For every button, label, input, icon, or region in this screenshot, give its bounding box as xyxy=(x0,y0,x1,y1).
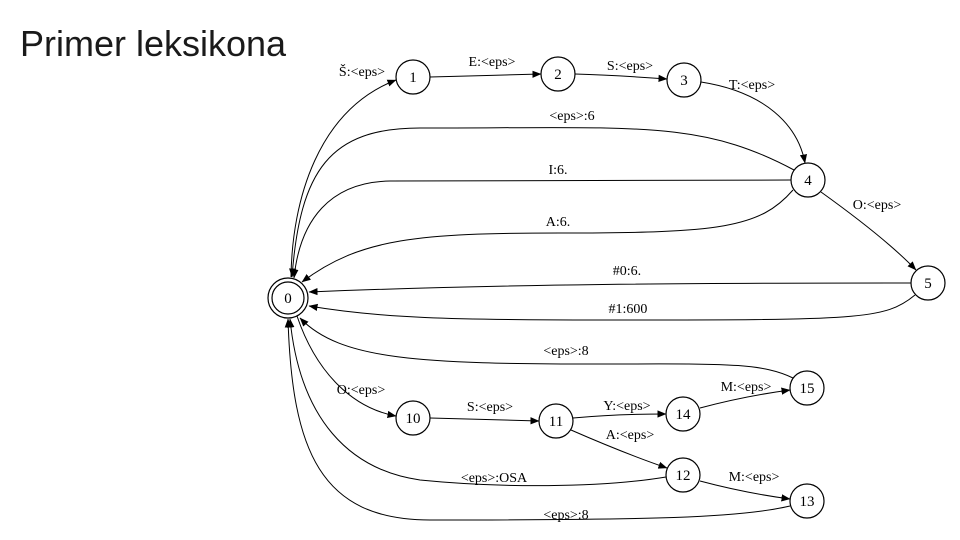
state-12: 12 xyxy=(665,457,701,493)
state-circle xyxy=(395,59,431,95)
transition-label: <eps>:8 xyxy=(543,508,588,523)
state-14: 14 xyxy=(665,396,701,432)
transition-label: I:6. xyxy=(548,163,567,178)
transition-4-to-0 xyxy=(289,127,795,278)
state-label: 3 xyxy=(680,73,688,89)
transition-5-to-0 xyxy=(308,282,912,296)
transition-label: <eps>:6 xyxy=(549,109,594,124)
transition-13-to-0 xyxy=(284,318,791,521)
transition-0-to-1 xyxy=(290,79,397,278)
state-circle xyxy=(910,265,946,301)
state-label: 0 xyxy=(284,291,292,307)
transition-label: S:<eps> xyxy=(607,59,653,74)
transition-14-to-15 xyxy=(699,387,791,409)
state-label: 12 xyxy=(676,468,691,484)
transition-label: T:<eps> xyxy=(729,78,775,93)
state-2: 2 xyxy=(540,56,576,92)
transition-0-to-10 xyxy=(296,315,397,419)
transition-label: M:<eps> xyxy=(729,470,780,485)
state-circle xyxy=(790,162,826,198)
transition-label: M:<eps> xyxy=(721,380,772,395)
transition-4-to-5 xyxy=(820,191,917,271)
state-label: 1 xyxy=(409,70,417,86)
state-circle xyxy=(665,396,701,432)
transition-label: S:<eps> xyxy=(467,400,513,415)
state-label: 11 xyxy=(549,414,563,430)
transition-label: O:<eps> xyxy=(337,383,386,398)
state-0: 0 xyxy=(267,277,309,319)
state-label: 5 xyxy=(924,276,932,292)
transition-1-to-2 xyxy=(429,70,542,78)
transition-label: A:6. xyxy=(546,215,571,230)
state-10: 10 xyxy=(395,400,431,436)
state-label: 13 xyxy=(800,494,815,510)
transition-11-to-14 xyxy=(572,410,667,419)
state-label: 2 xyxy=(554,67,562,83)
state-13: 13 xyxy=(789,483,825,519)
state-1: 1 xyxy=(395,59,431,95)
transition-15-to-0 xyxy=(299,317,794,379)
state-circle xyxy=(395,400,431,436)
transition-12-to-13 xyxy=(699,480,791,502)
transition-label: E:<eps> xyxy=(469,55,516,70)
state-11: 11 xyxy=(538,403,574,439)
transition-10-to-11 xyxy=(429,417,540,425)
slide-title: Primer leksikona xyxy=(20,23,287,64)
transition-11-to-12 xyxy=(570,429,668,469)
transition-label: O:<eps> xyxy=(853,198,902,213)
state-3: 3 xyxy=(666,62,702,98)
state-circle xyxy=(666,62,702,98)
transition-label: Š:<eps> xyxy=(339,63,385,80)
transition-4-to-0 xyxy=(301,189,794,283)
state-circle xyxy=(665,457,701,493)
final-state-inner-circle xyxy=(271,281,305,315)
state-circle xyxy=(789,483,825,519)
state-circle xyxy=(789,370,825,406)
state-circle xyxy=(540,56,576,92)
state-label: 10 xyxy=(406,411,421,427)
transition-label: <eps>:8 xyxy=(543,344,588,359)
state-label: 14 xyxy=(676,407,692,423)
transition-3-to-4 xyxy=(700,81,807,164)
state-5: 5 xyxy=(910,265,946,301)
transition-label: #0:6. xyxy=(613,264,641,279)
transition-label: Y:<eps> xyxy=(603,399,650,414)
state-4: 4 xyxy=(790,162,826,198)
state-label: 4 xyxy=(804,173,812,189)
transition-12-to-0 xyxy=(287,318,667,487)
transition-2-to-3 xyxy=(574,73,668,82)
state-15: 15 xyxy=(789,370,825,406)
state-label: 15 xyxy=(800,381,815,397)
transition-label: A:<eps> xyxy=(606,428,655,443)
transition-label: <eps>:OSA xyxy=(461,471,528,486)
transition-5-to-0 xyxy=(308,294,916,321)
transition-label: #1:600 xyxy=(609,302,648,317)
state-circle xyxy=(538,403,574,439)
transition-4-to-0 xyxy=(291,179,792,279)
